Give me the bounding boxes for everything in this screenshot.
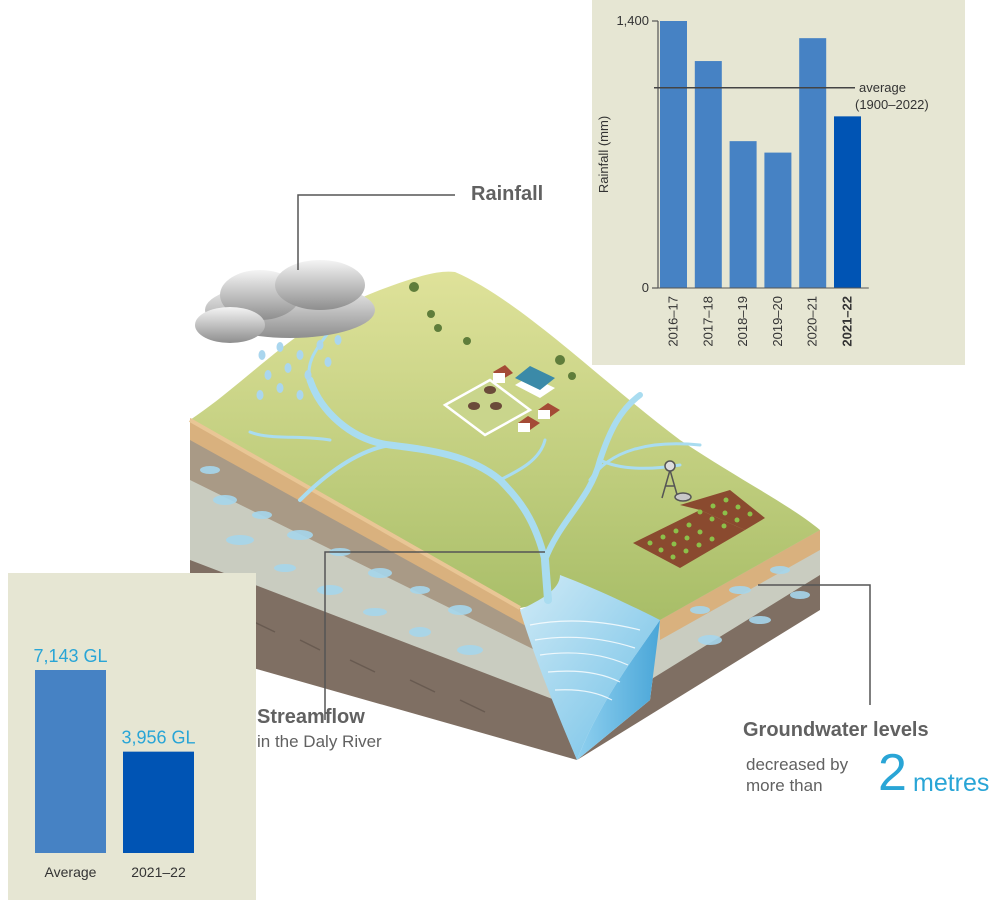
river-network (248, 328, 702, 604)
groundwater-unit: metres (913, 769, 990, 797)
streamflow-label: Streamflow (257, 706, 365, 728)
streamflow-sublabel: in the Daly River (257, 732, 382, 751)
streamflow-bar (35, 670, 106, 853)
rainfall-bar (764, 152, 792, 288)
farm-buildings (493, 365, 560, 432)
rainfall-average-period-label: (1900–2022) (855, 97, 929, 112)
groundwater-label: Groundwater levels (743, 719, 929, 741)
rainfall-label: Rainfall (471, 183, 544, 205)
soil-layers-left (190, 418, 577, 760)
rain-cloud-icon (195, 260, 375, 343)
rainfall-x-tick-label: 2016–17 (666, 296, 681, 347)
groundwater-line1: decreased by (746, 755, 849, 774)
farm-paddock (442, 378, 533, 437)
soil-layers-right (577, 530, 820, 760)
trees (409, 282, 576, 380)
rainfall-x-tick-label: 2017–18 (700, 296, 715, 347)
streamflow-chart-panel: 7,143 GL Average 3,956 GL 2021–22 (8, 573, 256, 900)
streamflow-value-label: 7,143 GL (33, 646, 107, 666)
rainfall-bar (799, 38, 827, 288)
raindrops (256, 335, 342, 400)
rainfall-average-label: average (859, 80, 906, 95)
streamflow-bar (123, 751, 194, 853)
rainfall-bar (834, 116, 861, 288)
groundwater-number: 2 (878, 744, 907, 802)
streamflow-value-label: 3,956 GL (121, 728, 195, 748)
rainfall-bar (660, 21, 687, 288)
river-gorge (520, 575, 660, 760)
rainfall-x-tick-label: 2020–21 (805, 296, 820, 347)
rainfall-bar (694, 61, 722, 288)
rainfall-x-tick-label: 2019–20 (770, 296, 785, 347)
rainfall-chart-panel: 2016–17 2017–18 2018–19 2019–20 2020–21 2021–… (592, 0, 965, 365)
groundwater-line2: more than (746, 776, 823, 795)
rainfall-x-tick-label: 2021–22 (840, 296, 855, 347)
windmill-icon (661, 460, 692, 502)
rainfall-y-axis-label: Rainfall (mm) (596, 116, 611, 193)
streamflow-chart: 7,143 GL Average 3,956 GL 2021–22 (33, 646, 195, 880)
rainfall-bar (729, 141, 757, 288)
rainfall-x-tick-label: 2018–19 (735, 296, 750, 347)
streamflow-category-label: Average (45, 864, 97, 880)
rainfall-y-tick-label: 0 (642, 280, 649, 295)
rainfall-y-tick-label: 1,400 (616, 13, 649, 28)
crop-fields (633, 490, 765, 568)
rainfall-chart: 2016–17 2017–18 2018–19 2019–20 2020–21 2021–… (596, 13, 929, 347)
callout-lines (297, 194, 871, 720)
streamflow-category-label: 2021–22 (131, 864, 186, 880)
